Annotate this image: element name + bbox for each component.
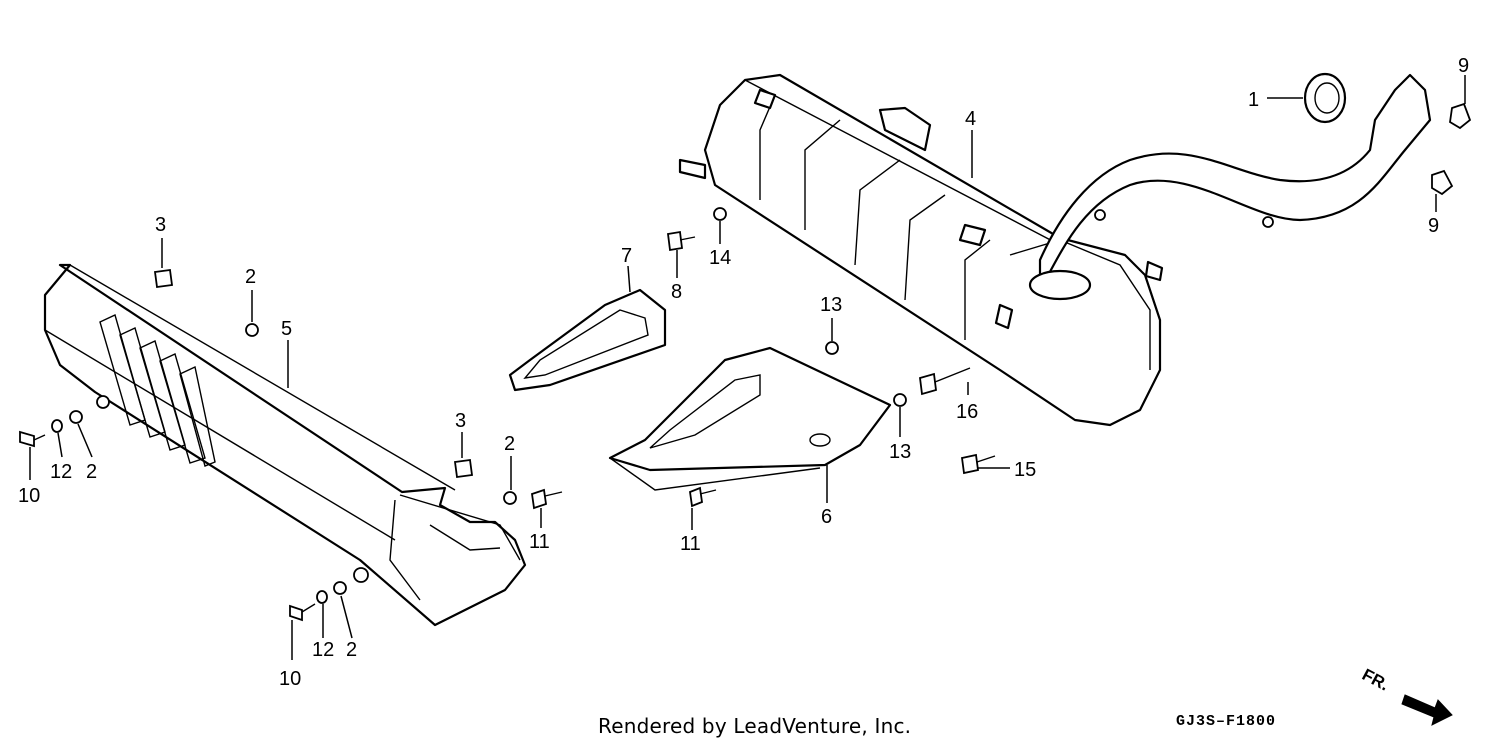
callout-3: 3 bbox=[455, 410, 466, 432]
credit-text: Rendered by LeadVenture, Inc. bbox=[598, 714, 912, 738]
callout-labels: 1 2 2 2 2 3 3 4 5 6 7 8 9 9 10 10 11 11 … bbox=[18, 55, 1469, 690]
callout-1: 1 bbox=[1248, 89, 1259, 111]
callout-2: 2 bbox=[346, 639, 357, 661]
front-direction-indicator: FR. bbox=[1359, 665, 1453, 726]
arrow-icon bbox=[1401, 694, 1453, 726]
callout-13: 13 bbox=[889, 441, 911, 463]
callout-2: 2 bbox=[86, 461, 97, 483]
callout-10: 10 bbox=[279, 668, 301, 690]
callout-2: 2 bbox=[245, 266, 256, 288]
callout-8: 8 bbox=[671, 281, 682, 303]
muffler-part[interactable] bbox=[678, 73, 1164, 427]
callout-9: 9 bbox=[1458, 55, 1469, 77]
callout-7: 7 bbox=[621, 245, 632, 267]
gasket-part[interactable] bbox=[1303, 72, 1347, 124]
bolt-hardware[interactable] bbox=[19, 207, 996, 622]
callout-12: 12 bbox=[50, 461, 72, 483]
heat-shield-b-part[interactable] bbox=[608, 346, 892, 491]
muffler-protector-part[interactable] bbox=[43, 263, 527, 627]
cap-nut-part[interactable] bbox=[1431, 102, 1472, 196]
callout-10: 10 bbox=[18, 485, 40, 507]
clip-part[interactable] bbox=[153, 268, 474, 479]
callout-6: 6 bbox=[821, 506, 832, 528]
callout-5: 5 bbox=[281, 318, 292, 340]
diagram-code: GJ3S–F1800 bbox=[1176, 713, 1277, 730]
direction-label: FR. bbox=[1359, 665, 1392, 695]
leader-lines bbox=[29, 75, 1466, 660]
callout-3: 3 bbox=[155, 214, 166, 236]
callout-4: 4 bbox=[965, 108, 976, 130]
heat-shield-a-part[interactable] bbox=[508, 288, 667, 392]
callout-15: 15 bbox=[1014, 459, 1036, 481]
callout-11: 11 bbox=[680, 533, 701, 555]
callout-9: 9 bbox=[1428, 215, 1439, 237]
callout-13: 13 bbox=[820, 294, 842, 316]
callout-14: 14 bbox=[709, 247, 731, 269]
callout-2: 2 bbox=[504, 433, 515, 455]
callout-16: 16 bbox=[956, 401, 978, 423]
callout-12: 12 bbox=[312, 639, 334, 661]
exhaust-pipe-part[interactable] bbox=[1028, 73, 1432, 301]
callout-11: 11 bbox=[529, 531, 550, 553]
